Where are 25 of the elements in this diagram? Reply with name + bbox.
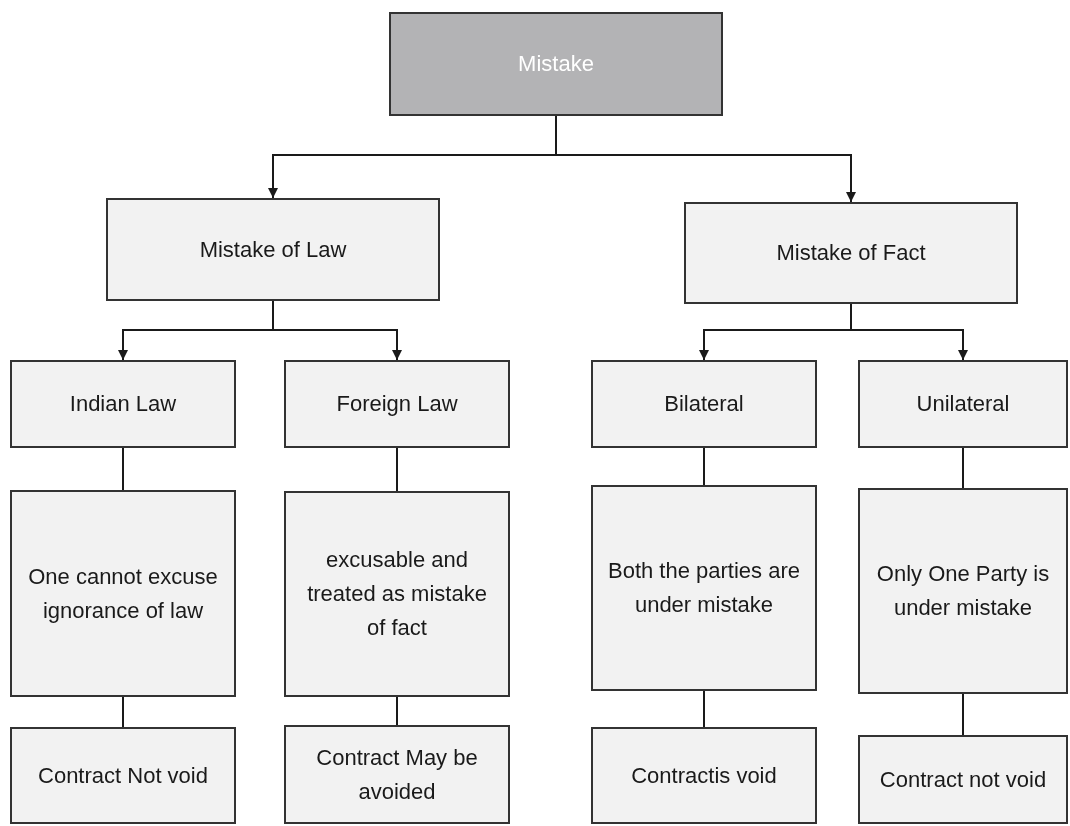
concept-box: Contract not void bbox=[858, 735, 1068, 824]
concept-box: Mistake of Law bbox=[106, 198, 440, 301]
concept-box: Indian Law bbox=[10, 360, 236, 448]
concept-box: Contract May be avoided bbox=[284, 725, 510, 824]
concept-box: Contract Not void bbox=[10, 727, 236, 824]
concept-box: Both the parties are under mistake bbox=[591, 485, 817, 691]
concept-box: Foreign Law bbox=[284, 360, 510, 448]
connector-line bbox=[962, 693, 964, 736]
concept-box: Bilateral bbox=[591, 360, 817, 448]
connector-line bbox=[962, 447, 964, 489]
arrow bbox=[272, 300, 402, 361]
connector-line bbox=[703, 690, 705, 728]
connector-line bbox=[703, 447, 705, 486]
concept-box: Contractis void bbox=[591, 727, 817, 824]
connector-line bbox=[122, 447, 124, 491]
connector-line bbox=[396, 447, 398, 492]
concept-box: excusable and treated as mistake of fact bbox=[284, 491, 510, 697]
connector-line bbox=[122, 696, 124, 728]
root-box: Mistake bbox=[389, 12, 723, 116]
concept-box: Only One Party is under mistake bbox=[858, 488, 1068, 694]
concept-box: Unilateral bbox=[858, 360, 1068, 448]
connector-line bbox=[396, 696, 398, 726]
concept-box: One cannot excuse ignorance of law bbox=[10, 490, 236, 697]
concept-box: Mistake of Fact bbox=[684, 202, 1018, 304]
arrow bbox=[850, 303, 968, 361]
